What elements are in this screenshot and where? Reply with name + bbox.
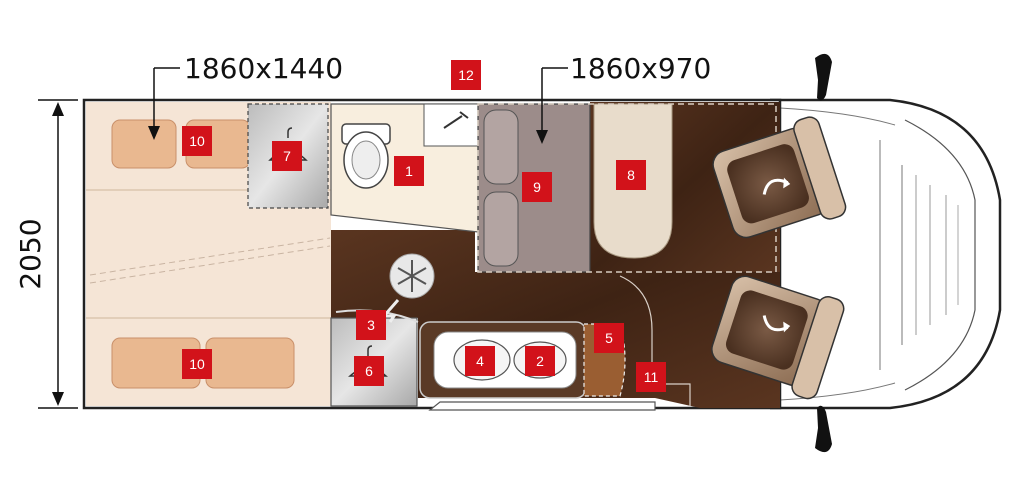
mirror-bottom xyxy=(815,405,832,453)
fridge-snowflake-icon xyxy=(380,253,435,323)
bed-fold-line xyxy=(89,237,331,276)
marker-10-top: 10 xyxy=(182,126,212,156)
rear-bed-size: 1860x1440 xyxy=(184,52,343,85)
width-dimension xyxy=(38,99,78,409)
svg-text:2: 2 xyxy=(536,353,544,369)
svg-text:10: 10 xyxy=(189,133,205,149)
svg-text:4: 4 xyxy=(476,353,484,369)
marker-11: 11 xyxy=(636,362,666,392)
marker-4: 4 xyxy=(465,346,495,376)
marker-9: 9 xyxy=(522,172,552,202)
marker-1: 1 xyxy=(394,156,424,186)
toilet-icon xyxy=(341,123,391,189)
svg-text:3: 3 xyxy=(367,317,375,333)
pillows-bottom xyxy=(111,337,295,389)
marker-6: 6 xyxy=(354,356,384,386)
marker-5: 5 xyxy=(594,323,624,353)
marker-10-bottom: 10 xyxy=(182,349,212,379)
cushion xyxy=(483,191,519,267)
front-bed-size: 1860x970 xyxy=(570,52,711,85)
marker-12: 12 xyxy=(451,60,481,90)
front-bed-leader xyxy=(536,67,568,144)
cushion xyxy=(483,109,519,185)
rear-bed-leader xyxy=(148,67,180,140)
svg-text:12: 12 xyxy=(458,67,474,83)
svg-text:1: 1 xyxy=(405,163,413,179)
cab-seat-driver xyxy=(712,116,847,239)
svg-text:7: 7 xyxy=(283,148,291,164)
marker-2: 2 xyxy=(525,346,555,376)
tap-icon xyxy=(443,111,469,129)
svg-text:6: 6 xyxy=(365,363,373,379)
width-label: 2050 xyxy=(14,218,47,289)
washbasin-counter xyxy=(423,103,483,147)
marker-7: 7 xyxy=(272,141,302,171)
marker-3: 3 xyxy=(356,310,386,340)
bed-fold-line xyxy=(89,245,331,284)
svg-text:11: 11 xyxy=(644,369,659,385)
svg-text:10: 10 xyxy=(189,356,205,372)
marker-8: 8 xyxy=(616,160,646,190)
svg-text:8: 8 xyxy=(627,167,635,183)
svg-text:5: 5 xyxy=(605,330,613,346)
svg-text:9: 9 xyxy=(533,179,541,195)
cab-seat-passenger xyxy=(711,275,845,400)
entry-door xyxy=(428,401,656,411)
mirror-top xyxy=(815,53,832,101)
